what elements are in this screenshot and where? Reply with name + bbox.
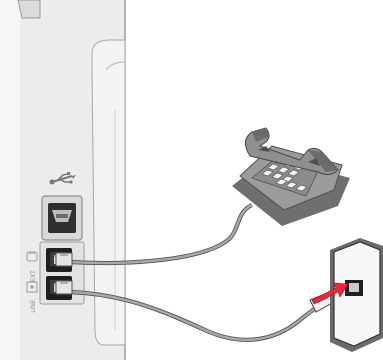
- telephone-icon: [232, 128, 350, 226]
- ext-plug: [56, 253, 72, 266]
- wall-jack[interactable]: [330, 238, 383, 352]
- line-port-label: LINE: [31, 299, 37, 312]
- line-plug: [56, 281, 72, 294]
- ext-port-label: EXT: [31, 270, 37, 282]
- usb-port[interactable]: [42, 196, 82, 240]
